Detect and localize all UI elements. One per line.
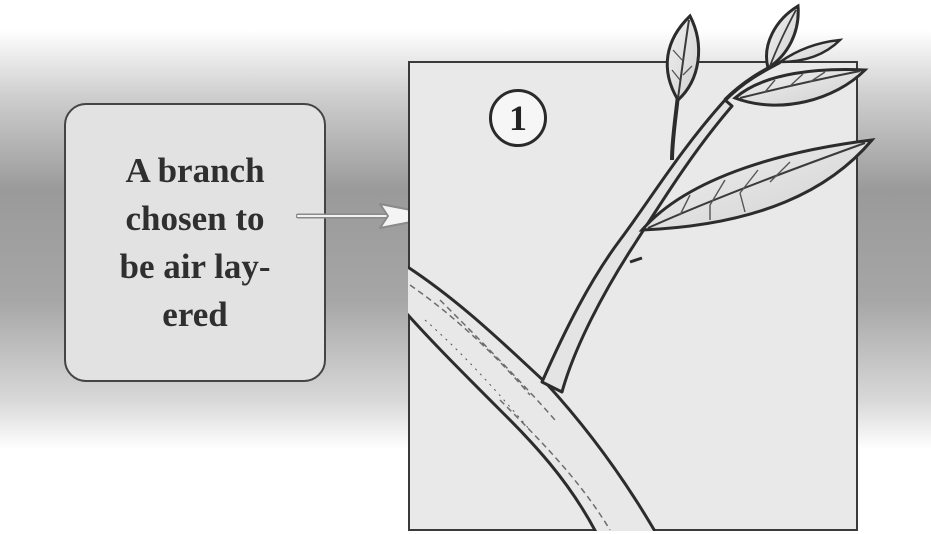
step-number-badge: 1 (489, 89, 547, 147)
callout-line-1: A branch (80, 147, 310, 195)
callout-line-4: ered (80, 291, 310, 339)
step-number: 1 (509, 100, 527, 136)
leaf-top-left (667, 16, 698, 100)
callout-line-2: chosen to (80, 195, 310, 243)
leaf-large (642, 140, 872, 230)
callout-box: A branch chosen to be air lay- ered (64, 103, 326, 382)
callout-line-3: be air lay- (80, 243, 310, 291)
branch-illustration (380, 0, 931, 534)
callout-text: A branch chosen to be air lay- ered (80, 147, 310, 339)
main-branch (395, 262, 660, 534)
